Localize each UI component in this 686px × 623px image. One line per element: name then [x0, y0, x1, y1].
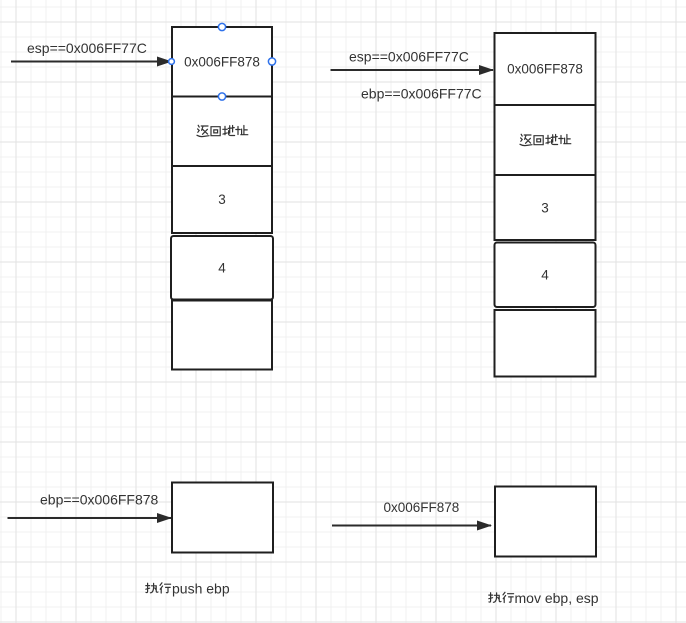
svg-text:0x006FF878: 0x006FF878 [184, 55, 260, 70]
svg-text:esp==0x006FF77C: esp==0x006FF77C [27, 40, 147, 56]
svg-text:esp==0x006FF77C: esp==0x006FF77C [349, 49, 469, 65]
svg-text:3: 3 [541, 201, 549, 216]
svg-text:ebp==0x006FF77C: ebp==0x006FF77C [361, 86, 482, 102]
svg-text:ebp==0x006FF878: ebp==0x006FF878 [40, 492, 159, 508]
svg-text:push ebp: push ebp [172, 581, 230, 597]
svg-text:0x006FF878: 0x006FF878 [384, 500, 460, 515]
svg-text:0x006FF878: 0x006FF878 [507, 62, 583, 77]
svg-text:4: 4 [218, 261, 226, 276]
svg-text:3: 3 [218, 192, 226, 207]
svg-text:4: 4 [541, 268, 549, 283]
svg-text:mov ebp, esp: mov ebp, esp [515, 590, 599, 606]
